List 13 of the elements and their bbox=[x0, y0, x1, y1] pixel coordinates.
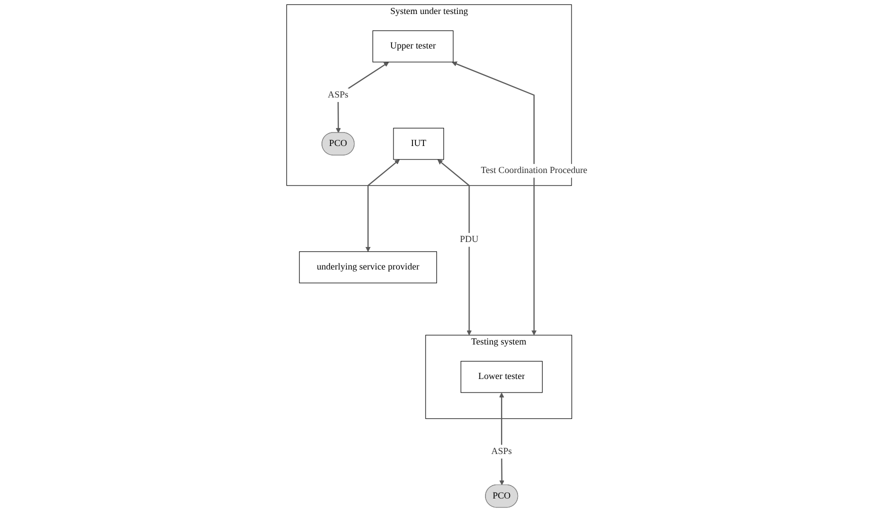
node-box: IUT bbox=[393, 128, 444, 160]
edge-label: Test Coordination Procedure bbox=[480, 166, 588, 176]
node-box: underlying service provider bbox=[299, 251, 437, 284]
edge-label: ASPs bbox=[328, 90, 348, 100]
arrow bbox=[336, 62, 389, 134]
arrow bbox=[499, 392, 504, 486]
edge-label: ASPs bbox=[491, 446, 512, 456]
node-box: Lower tester bbox=[460, 360, 543, 393]
arrow bbox=[438, 159, 472, 336]
node-box: Upper tester bbox=[372, 30, 454, 62]
arrow bbox=[452, 61, 537, 336]
edge-label: PDU bbox=[460, 234, 478, 244]
arrow bbox=[365, 159, 400, 252]
